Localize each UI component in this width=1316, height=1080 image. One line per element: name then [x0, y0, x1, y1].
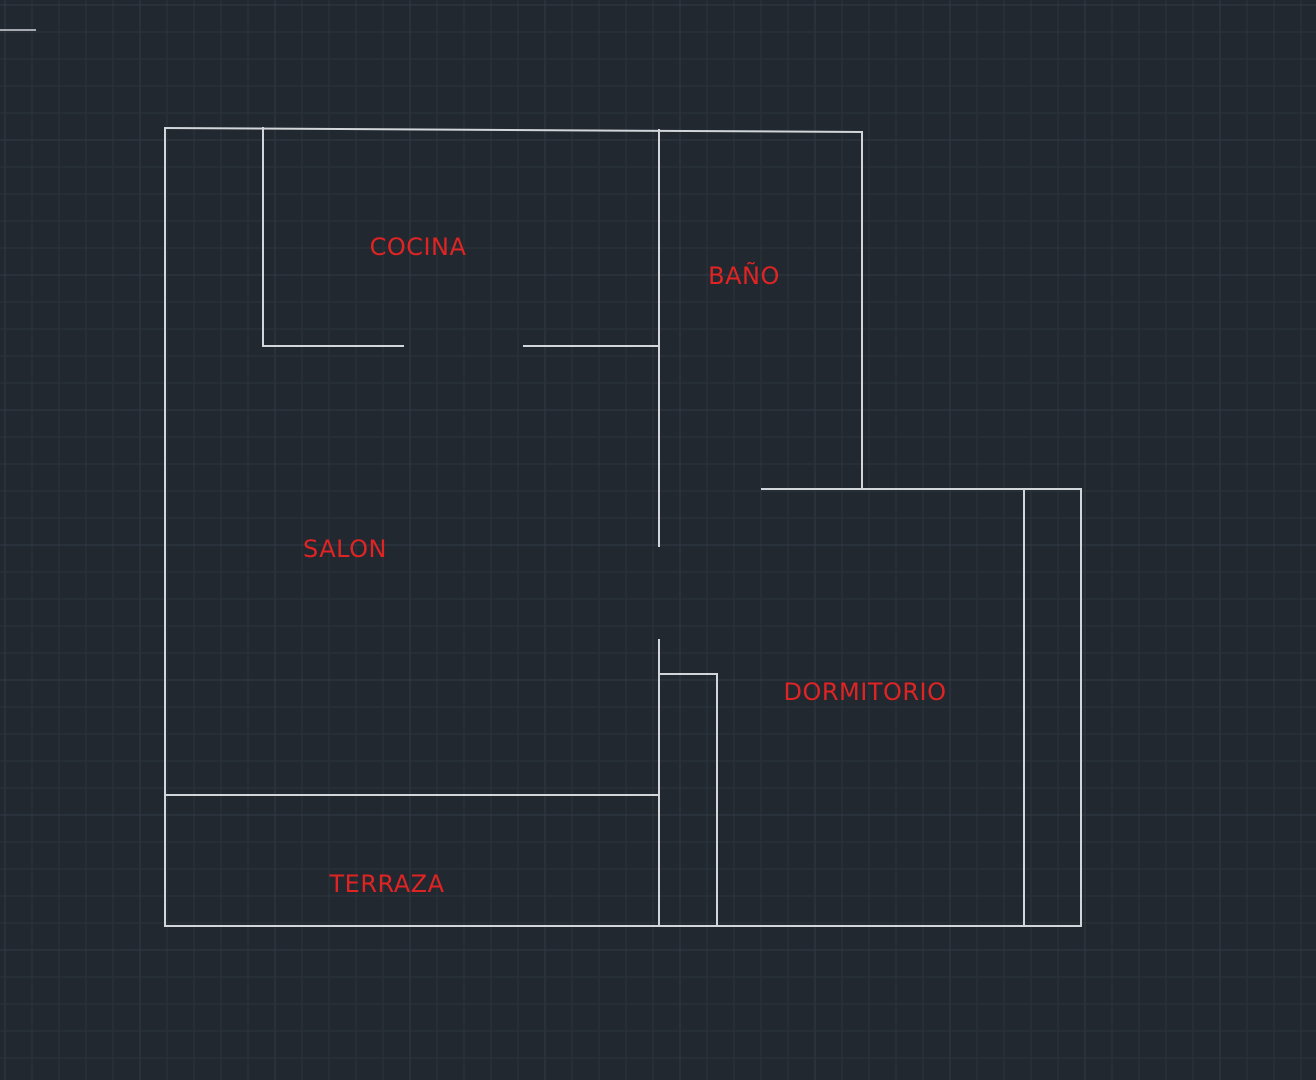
room-labels: COCINA BAÑO SALON DORMITORIO TERRAZA	[303, 233, 946, 898]
room-label-cocina: COCINA	[370, 233, 467, 261]
wall-exterior-top	[163, 126, 864, 134]
room-label-bano: BAÑO	[708, 260, 780, 290]
room-label-salon: SALON	[303, 535, 387, 563]
wall-closet	[658, 673, 718, 927]
room-label-terraza: TERRAZA	[329, 870, 445, 898]
floor-plan-walls	[163, 126, 1082, 927]
room-label-dormitorio: DORMITORIO	[783, 678, 946, 706]
